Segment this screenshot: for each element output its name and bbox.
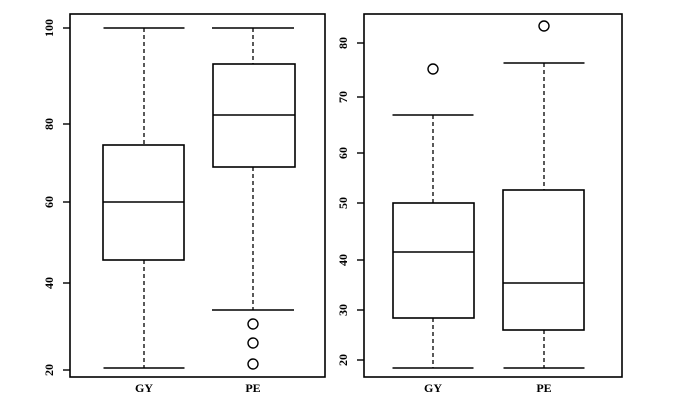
x-category-label: PE [245,381,260,395]
y-axis-tick-label: 70 [336,91,350,103]
y-axis-tick-label: 30 [336,304,350,316]
plot-frame [69,13,326,378]
iqr-box [392,202,475,319]
y-axis-tick-label: 60 [336,147,350,159]
outlier-point [427,63,439,75]
x-category-label: GY [424,381,442,395]
box-pe: PE [502,20,585,395]
x-category-label: PE [536,381,551,395]
y-axis-tick-label: 80 [336,37,350,49]
y-axis-tick-label: 50 [336,197,350,209]
y-axis-tick-label: 40 [336,254,350,266]
y-axis-tick-label: 80 [42,118,56,130]
box-pe: PE [212,27,296,395]
x-category-label: GY [135,381,153,395]
y-axis-tick-label: 100 [42,19,56,37]
box-gy: GY [392,63,475,395]
outlier-point [247,337,259,349]
y-axis-tick-label: 40 [42,277,56,289]
iqr-box [502,189,585,331]
outlier-point [247,318,259,330]
y-axis-tick-label: 20 [42,364,56,376]
plot-frame [363,13,623,378]
box-gy: GY [102,27,185,395]
outlier-point [538,20,550,32]
outlier-point [247,358,259,370]
y-axis-tick-label: 20 [336,354,350,366]
y-axis-tick-label: 60 [42,196,56,208]
